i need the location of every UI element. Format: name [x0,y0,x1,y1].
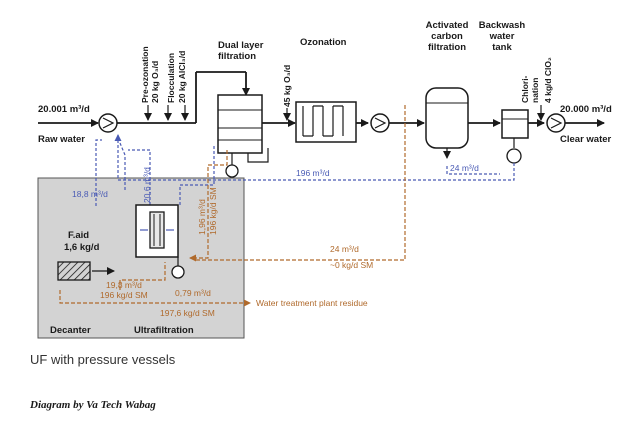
backwash-pump-icon [506,148,522,164]
activated-carbon-filter [425,87,469,159]
chlorination-line-2: nation [530,78,540,104]
chlorination-line-3: 4 kg/d ClO₂ [543,57,553,103]
decanter-unit [57,261,115,281]
backwash-return-flow: 196 m³/d [296,168,330,178]
flocculation-line-2: 20 kg AlCl₃/d [177,51,187,103]
dual-layer-filter [217,94,269,178]
carbon-sludge-2: ~0 kg/d SM [330,260,373,270]
blue-return-lines [95,134,515,206]
preozonation-line-2: 20 kg O₃/d [150,61,160,103]
brown-sludge-lines [59,105,406,307]
labels: 20.001 m³/d Raw water 20.000 m³/d Clear … [38,20,612,336]
decanter-feed-2: 196 kg/d SM [100,290,148,300]
backwash-title-1: Backwash [479,20,526,31]
backwash-title-2: water [489,31,515,42]
outlet-flow: 20.000 m³/d [560,104,612,115]
flocculation-line-1: Flocculation [166,53,176,103]
activated-carbon-title-2: carbon [431,31,463,42]
preozonation-line-1: Pre-ozonation [140,46,150,103]
dual-layer-pump-icon [225,164,239,178]
dual-layer-title-1: Dual layer [218,40,264,51]
figure-caption: UF with pressure vessels [30,352,176,367]
dual-layer-sludge-2: 196 kg/d SM [208,187,218,235]
decanter-label: Decanter [50,325,91,336]
activated-carbon-title-1: Activated [426,20,469,31]
uf-feed-flow: 20,6 m³/d [142,167,152,203]
backwash-water-tank [501,109,529,139]
decanter-feed-1: 19,8 m³/d [106,280,142,290]
inlet-label: Raw water [38,134,85,145]
diagram-credit: Diagram by Va Tech Wabag [29,399,156,411]
ozone-dose: 45 kg O₃/d [282,65,292,107]
uf-pump-icon [171,265,185,279]
carbon-backwash-flow: 24 m³/d [450,163,479,173]
dual-layer-title-2: filtration [218,51,256,62]
ultrafiltration-unit [135,204,185,279]
inlet-flow: 20.001 m³/d [38,104,90,115]
flocculant-line-2: 1,6 kg/d [64,242,100,253]
ozonation-title: Ozonation [300,37,347,48]
flocculant-line-1: F.aid [68,230,89,241]
uf-return-flow: 18,8 m³/d [72,189,108,199]
residue-2: 197,6 kg/d SM [160,308,215,318]
dual-layer-sludge-1: 1,96 m³/d [197,199,207,235]
backwash-title-3: tank [492,42,512,53]
outlet-label: Clear water [560,134,612,145]
ultrafiltration-label: Ultrafiltration [134,325,194,336]
chlorination-line-1: Chlori- [520,75,530,103]
main-process-line [38,71,605,164]
residue-1: 0,79 m³/d [175,288,211,298]
activated-carbon-title-3: filtration [428,42,466,53]
ozonation-tank [295,101,357,143]
residue-label: Water treatment plant residue [256,298,368,308]
carbon-sludge-1: 24 m³/d [330,244,359,254]
